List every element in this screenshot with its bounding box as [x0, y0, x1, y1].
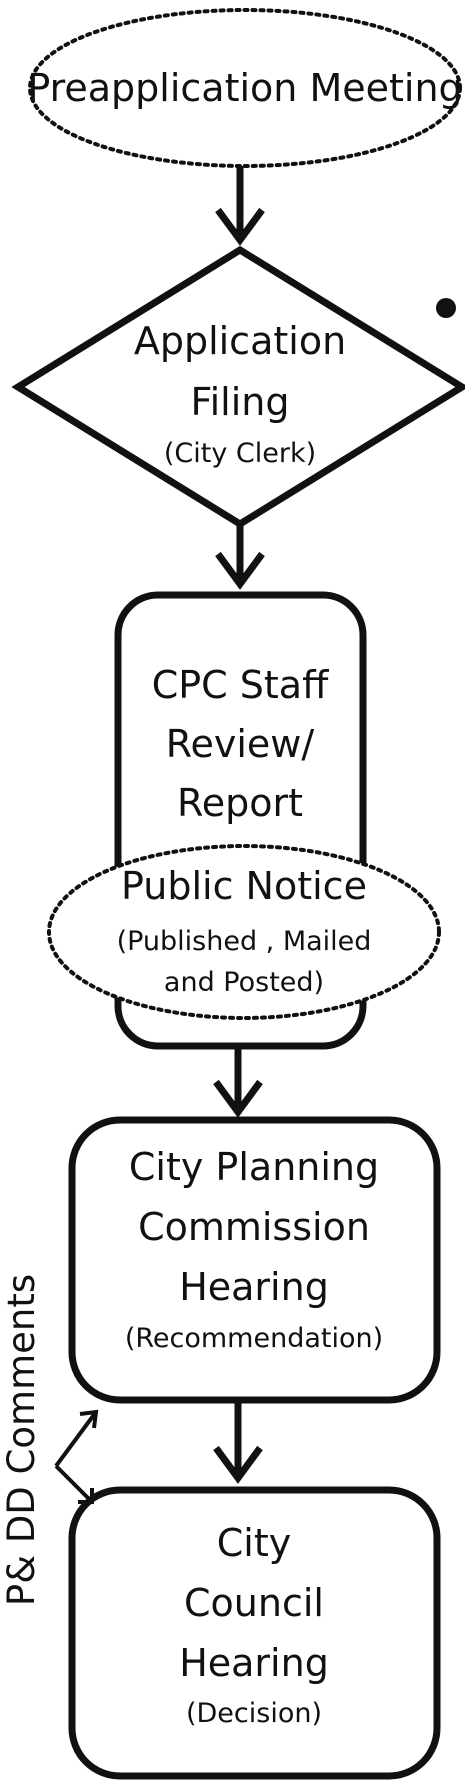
council-sub: (Decision): [186, 1698, 322, 1729]
cpc-line3: Hearing: [179, 1265, 329, 1309]
council-line3: Hearing: [179, 1641, 329, 1685]
council-line1: City: [217, 1521, 291, 1565]
staff-line3: Report: [177, 781, 303, 825]
council-line2: Council: [184, 1581, 324, 1625]
flow-arrow-2: [215, 524, 265, 590]
comments-fork-arrows: [54, 1409, 99, 1504]
flow-arrow-1: [215, 166, 265, 246]
council-hearing-box: [68, 1486, 441, 1780]
cpc-line1: City Planning: [129, 1145, 379, 1189]
public-notice-ellipse: [47, 844, 441, 1020]
flow-arrow-4: [213, 1400, 263, 1484]
side-label-comments: P& DD Comments: [0, 1274, 43, 1606]
cpc-line2: Commission: [138, 1205, 370, 1249]
preapplication-label: Preapplication Meeting: [27, 66, 462, 110]
preapplication-ellipse: [28, 8, 462, 168]
filing-line2: Filing: [191, 380, 290, 424]
flow-arrow-3: [213, 1046, 263, 1118]
notice-sub1: (Published , Mailed: [117, 926, 372, 957]
bullet-dot: [436, 298, 456, 318]
cpc-sub: (Recommendation): [125, 1323, 383, 1354]
notice-sub2: and Posted): [164, 967, 324, 998]
notice-line1: Public Notice: [121, 864, 367, 908]
filing-sub: (City Clerk): [164, 438, 316, 469]
staff-line2: Review/: [166, 722, 315, 766]
cpc-hearing-box: [68, 1116, 441, 1404]
filing-line1: Application: [134, 319, 346, 363]
staff-line1: CPC Staff: [152, 663, 329, 707]
